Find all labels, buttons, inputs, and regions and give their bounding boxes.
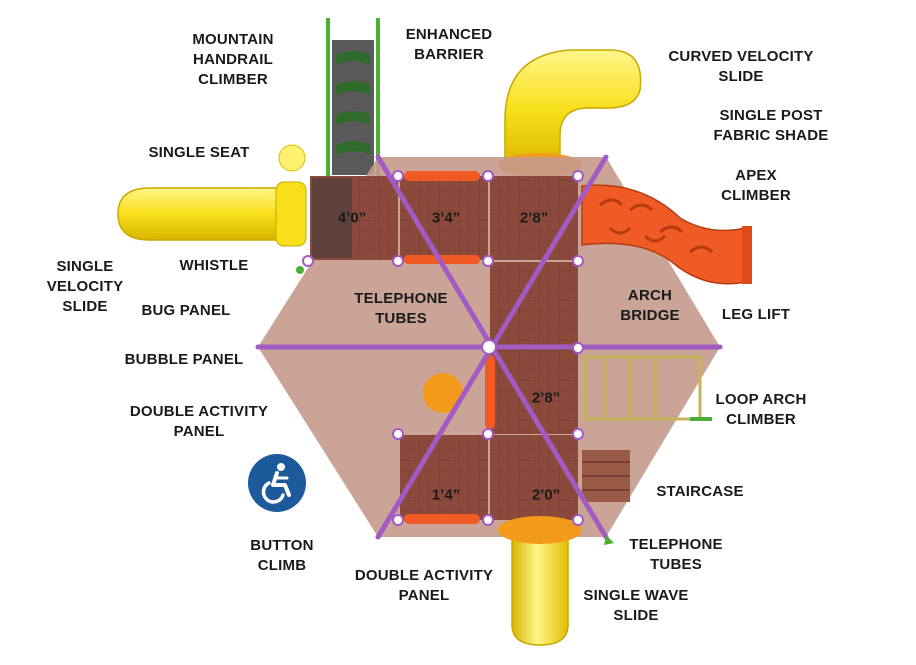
label-bug-panel: BUG PANEL — [141, 302, 231, 319]
shade-center-hub — [481, 339, 497, 355]
deck-height-label: 3’4” — [431, 209, 461, 227]
label-single-velocity-slide: SINGLE VELOCITY SLIDE — [46, 258, 124, 315]
label-curved-velocity-slide: CURVED VELOCITY SLIDE — [668, 48, 814, 85]
label-button-climb: BUTTON CLIMB — [250, 537, 314, 574]
deck-height-label: 2’8” — [531, 389, 561, 407]
telephone-tubes — [404, 171, 495, 524]
label-leg-lift: LEG LIFT — [721, 306, 791, 323]
whistle-mount — [296, 266, 304, 274]
deck-height-label: 4’0” — [337, 209, 367, 227]
label-arch-bridge: ARCH BRIDGE — [620, 287, 680, 324]
label-single-wave-slide: SINGLE WAVE SLIDE — [583, 587, 689, 624]
deck-height-label: 2’0” — [531, 486, 561, 504]
label-enhanced-barrier: ENHANCED BARRIER — [405, 26, 493, 63]
label-single-post-fabric-shade: SINGLE POST FABRIC SHADE — [713, 107, 829, 144]
deck-height-label: 2’8” — [519, 209, 549, 227]
label-apex-climber: APEX CLIMBER — [721, 167, 791, 204]
label-single-seat: SINGLE SEAT — [148, 144, 250, 161]
label-staircase: STAIRCASE — [656, 483, 744, 500]
label-double-activity-panel-bottom: DOUBLE ACTIVITY PANEL — [354, 567, 494, 604]
wheelchair-accessibility-icon — [248, 454, 306, 512]
loop-arch-climber — [583, 355, 712, 421]
single-wave-slide — [498, 516, 582, 646]
mountain-handrail-climber — [326, 18, 380, 178]
single-velocity-slide — [117, 144, 307, 247]
label-whistle: WHISTLE — [179, 257, 249, 274]
label-telephone-tubes-bottom: TELEPHONE TUBES — [629, 536, 723, 573]
label-loop-arch-climber: LOOP ARCH CLIMBER — [715, 391, 807, 428]
posts — [302, 170, 584, 526]
label-double-activity-panel-left: DOUBLE ACTIVITY PANEL — [129, 403, 269, 440]
staircase-structure — [582, 450, 630, 502]
label-telephone-tubes-top: TELEPHONE TUBES — [354, 290, 448, 327]
telephone-tube-marker — [604, 535, 614, 545]
label-mountain-handrail-climber: MOUNTAIN HANDRAIL CLIMBER — [192, 31, 274, 88]
apex-climber — [581, 184, 752, 285]
label-bubble-panel: BUBBLE PANEL — [124, 351, 244, 368]
deck-height-label: 1’4” — [431, 486, 461, 504]
